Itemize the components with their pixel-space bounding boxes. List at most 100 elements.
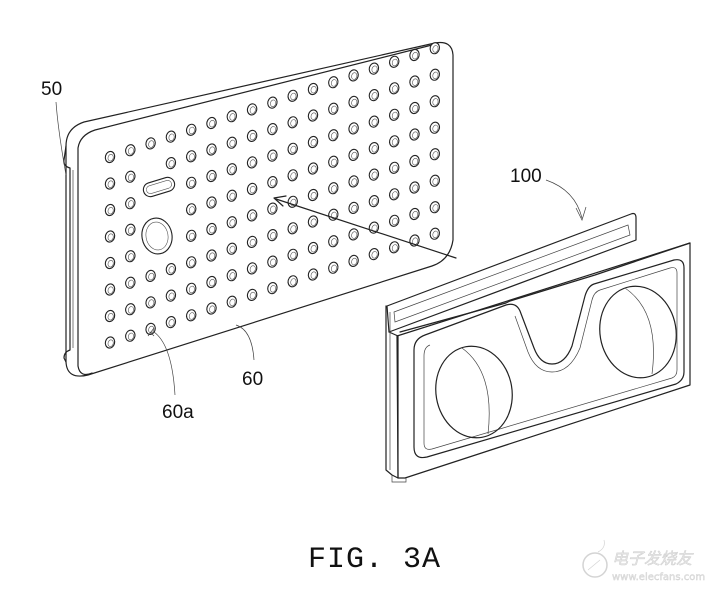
case-side-rim — [63, 145, 71, 363]
plate-hole — [185, 309, 197, 322]
right-lens — [599, 285, 677, 379]
label-50: 50 — [41, 79, 62, 100]
plate-hole — [185, 123, 197, 136]
plate-hole — [125, 276, 136, 289]
plate-hole — [348, 228, 359, 241]
plate-hole — [307, 162, 319, 175]
plate-hole — [348, 95, 359, 108]
device-tray-outline — [413, 259, 685, 459]
plate-hole — [348, 122, 359, 135]
label-60: 60 — [242, 369, 263, 390]
plate-hole — [246, 182, 258, 195]
label-100: 100 — [510, 166, 542, 187]
plate-hole — [287, 222, 298, 235]
plate-hole — [307, 135, 319, 149]
plate-hole — [125, 250, 136, 263]
plate-hole — [165, 316, 177, 329]
leader-60a-tip — [147, 327, 155, 337]
plate-hole — [409, 128, 420, 141]
plate-hole — [328, 182, 339, 195]
plate-hole — [125, 329, 136, 342]
plate-hole — [287, 169, 298, 182]
plate-hole — [267, 123, 278, 136]
plate-hole — [226, 110, 238, 123]
plate-hole — [125, 303, 136, 316]
plate-hole — [206, 196, 217, 209]
plate-hole — [267, 255, 278, 268]
device-side — [385, 305, 399, 479]
plate-hole — [185, 203, 197, 216]
plate-hole — [125, 223, 136, 236]
plate-hole — [206, 116, 217, 130]
plate-hole — [145, 137, 156, 150]
plate-hole — [368, 142, 380, 155]
device-back-slot — [393, 224, 631, 323]
plate-hole — [328, 155, 339, 168]
watermark: 电子发烧友 www.elecfans.com — [582, 539, 705, 583]
insertion-arrow — [273, 195, 457, 259]
case-outer-edge — [65, 41, 454, 377]
plate-hole — [104, 177, 116, 190]
label-60a: 60a — [162, 402, 194, 423]
plate-hole — [104, 309, 116, 323]
left-lens — [435, 345, 513, 439]
plate-hole — [429, 227, 441, 240]
plate-hole — [226, 136, 238, 149]
plate-hole — [429, 201, 441, 214]
plate-hole — [368, 115, 380, 128]
plate-hole — [429, 42, 441, 55]
plate-hole — [287, 116, 298, 129]
plate-hole — [388, 161, 400, 174]
plate-hole — [429, 121, 441, 134]
plate-hole — [307, 268, 319, 281]
plate-hole — [388, 188, 400, 201]
plate-hole — [429, 68, 441, 81]
plate-hole — [206, 169, 217, 183]
plate-hole — [185, 282, 197, 295]
plate-hole — [287, 89, 298, 102]
plate-hole — [125, 144, 136, 157]
plate-hole — [145, 296, 156, 309]
plate-hole — [368, 168, 380, 181]
plate-hole — [246, 103, 258, 116]
plate-hole — [388, 214, 400, 227]
camera-opening — [141, 217, 173, 255]
plate-hole — [165, 157, 177, 170]
plate-hole — [165, 263, 177, 276]
plate-hole — [328, 76, 339, 89]
plate-hole — [246, 235, 258, 248]
plate-hole — [104, 336, 116, 349]
plate-hole — [388, 135, 400, 148]
perforation-holes — [104, 42, 441, 349]
plate-hole — [368, 195, 380, 208]
plate-hole — [145, 322, 156, 335]
plate-hole — [267, 96, 278, 109]
flash-slot — [142, 176, 176, 198]
plate-hole — [226, 216, 238, 229]
plate-hole — [368, 248, 380, 261]
plate-hole — [328, 235, 339, 248]
plate-hole — [226, 163, 238, 176]
leader-60a — [153, 331, 176, 396]
plate-hole — [328, 102, 339, 115]
plate-hole — [409, 181, 420, 194]
leader-60 — [235, 324, 255, 361]
plate-hole — [104, 283, 116, 296]
watermark-logo-icon — [582, 552, 608, 578]
plate-hole — [165, 289, 177, 302]
plate-hole — [409, 48, 420, 62]
plate-hole — [348, 69, 359, 82]
plate-hole — [246, 209, 258, 222]
watermark-name: 电子发烧友 — [612, 549, 694, 568]
plate-hole — [388, 55, 400, 68]
plate-hole — [388, 108, 400, 121]
plate-hole — [226, 269, 238, 282]
plate-hole — [328, 129, 339, 142]
plate-hole — [267, 229, 278, 242]
plate-hole — [348, 254, 359, 267]
plate-hole — [307, 188, 319, 202]
plate-hole — [348, 175, 359, 188]
watermark-url: www.elecfans.com — [612, 572, 705, 583]
plate-hole — [104, 203, 116, 217]
leader-100 — [545, 179, 583, 219]
